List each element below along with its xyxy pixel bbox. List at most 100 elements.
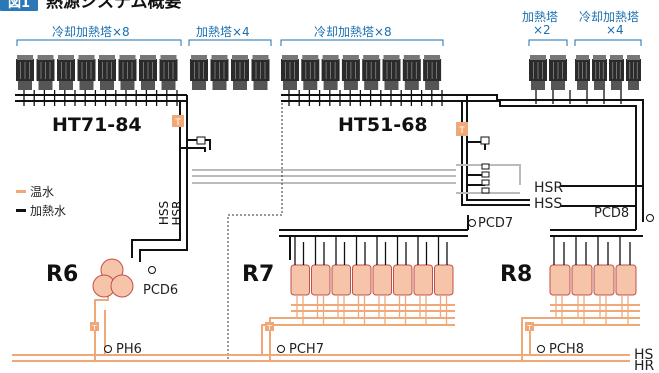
- pump-icons: [104, 214, 654, 353]
- cooling-tower-unit: [402, 55, 421, 90]
- pump-label-ph6: PH6: [116, 342, 142, 357]
- legend-heating-water: 加熱水: [16, 202, 66, 219]
- tower-group-label: 加熱塔: [522, 10, 559, 24]
- chiller-unit: [352, 236, 372, 296]
- pump-pcd8-icon: [646, 214, 654, 222]
- cooling-tower-unit: [592, 55, 607, 90]
- ht51-header-piping: [281, 94, 644, 230]
- tower-group-sublabel: ×4: [606, 23, 624, 37]
- chiller-unit: [413, 236, 433, 296]
- legend-warm-swatch: [16, 190, 26, 193]
- legend-heating-label: 加熱水: [30, 204, 67, 218]
- block-label-r8: R8: [500, 262, 533, 287]
- r7-piping: [279, 215, 469, 260]
- chiller-unit: [434, 236, 454, 296]
- pump-pcd7-icon: [468, 219, 476, 227]
- tower-banks: [16, 55, 641, 90]
- cooling-tower-unit: [98, 55, 116, 90]
- pipe-label-hss: HSS: [534, 196, 563, 212]
- tower-group-label: 冷却加熱塔×8: [314, 25, 392, 39]
- cooling-tower-unit: [321, 55, 340, 90]
- t-mark-1: T: [174, 118, 181, 128]
- warm-drop-lines: [296, 295, 629, 325]
- cooling-tower-unit: [626, 55, 641, 90]
- zone-boundary: [227, 103, 283, 360]
- hsr-vertical-label: HSR: [170, 201, 184, 226]
- pump-ph6-icon: [104, 345, 112, 353]
- block-label-ht71-84: HT71-84: [52, 114, 142, 136]
- pump-label-pcd8: PCD8: [594, 206, 630, 221]
- chiller-unit: [372, 236, 392, 296]
- grey-bypass-lines: [192, 164, 521, 194]
- legend-heating-swatch: [16, 209, 26, 212]
- cooling-tower-unit: [575, 55, 590, 90]
- valve-icons: [196, 136, 490, 194]
- pipe-label-hr: HR: [634, 360, 655, 373]
- cooling-tower-unit: [118, 55, 137, 90]
- tower-group-label: 冷却加熱塔: [579, 10, 640, 24]
- group-brackets: [16, 39, 642, 46]
- pipe-label-hsr: HSR: [534, 180, 564, 196]
- figure-title: 熱源システム概要: [46, 0, 182, 12]
- cooling-tower-unit: [609, 55, 624, 90]
- ht51-drop-lines: [288, 90, 443, 106]
- pump-label-pch7: PCH7: [289, 342, 324, 357]
- ht71-header-piping: [15, 94, 211, 262]
- block-label-ht51-68: HT51-68: [338, 114, 428, 136]
- cooling-tower-unit: [529, 55, 547, 90]
- figure-header: 図1 熱源システム概要: [0, 0, 182, 11]
- pump-pch8-icon: [537, 345, 545, 353]
- chiller-units: [290, 236, 637, 296]
- pump-label-pcd6: PCD6: [143, 283, 179, 298]
- right-drop-lines: [535, 90, 622, 104]
- chiller-unit: [331, 236, 351, 296]
- tower-group-sublabel: ×2: [533, 23, 551, 37]
- chiller-unit: [290, 236, 310, 296]
- tower-group-label: 加熱塔×4: [196, 25, 250, 39]
- pump-pcd6-icon: [148, 266, 156, 274]
- legend-warm-water: 温水: [16, 183, 54, 200]
- cooling-tower-unit: [16, 55, 34, 90]
- t-mark-5: T: [526, 324, 532, 332]
- cooling-tower-unit: [231, 55, 249, 90]
- cooling-tower-unit: [251, 55, 270, 90]
- cooling-tower-unit: [190, 55, 208, 90]
- cooling-tower-unit: [549, 55, 567, 90]
- chiller-unit: [393, 236, 413, 296]
- tower-group-label: 冷却加熱塔×8: [52, 25, 130, 39]
- r8-piping: [550, 229, 643, 237]
- chiller-unit: [311, 236, 331, 296]
- cooling-tower-unit: [341, 55, 360, 90]
- cooling-tower-unit: [423, 55, 442, 90]
- pump-pch7-icon: [277, 345, 285, 353]
- ht71-drop-lines: [23, 90, 178, 106]
- chiller-unit: [593, 236, 615, 296]
- block-label-r6: R6: [46, 262, 79, 287]
- pipe-label-hs: HS: [634, 347, 654, 363]
- cooling-tower-unit: [281, 55, 299, 90]
- cooling-tower-unit: [57, 55, 75, 90]
- cooling-tower-unit: [159, 55, 178, 90]
- block-label-r7: R7: [242, 262, 275, 287]
- hss-vertical-label: HSS: [157, 201, 171, 225]
- cooling-tower-unit: [301, 55, 320, 90]
- t-mark-2: T: [458, 126, 465, 136]
- r6-chillers: [92, 258, 134, 298]
- chiller-unit: [571, 236, 593, 296]
- cooling-tower-unit: [36, 55, 55, 90]
- cooling-tower-unit: [382, 55, 401, 90]
- pump-label-pcd7: PCD7: [478, 216, 514, 231]
- t-mark-3: T: [91, 324, 97, 332]
- legend-warm-label: 温水: [30, 185, 55, 199]
- cooling-tower-unit: [210, 55, 229, 90]
- chiller-unit: [615, 236, 637, 296]
- t-mark-4: T: [266, 324, 272, 332]
- chiller-unit: [549, 236, 571, 296]
- cooling-tower-unit: [77, 55, 96, 90]
- cooling-tower-unit: [362, 55, 381, 90]
- temp-sensors: T T T T T: [90, 115, 534, 332]
- figure-badge: 図1: [0, 0, 39, 11]
- cooling-tower-unit: [139, 55, 157, 90]
- pump-label-pch8: PCH8: [549, 342, 584, 357]
